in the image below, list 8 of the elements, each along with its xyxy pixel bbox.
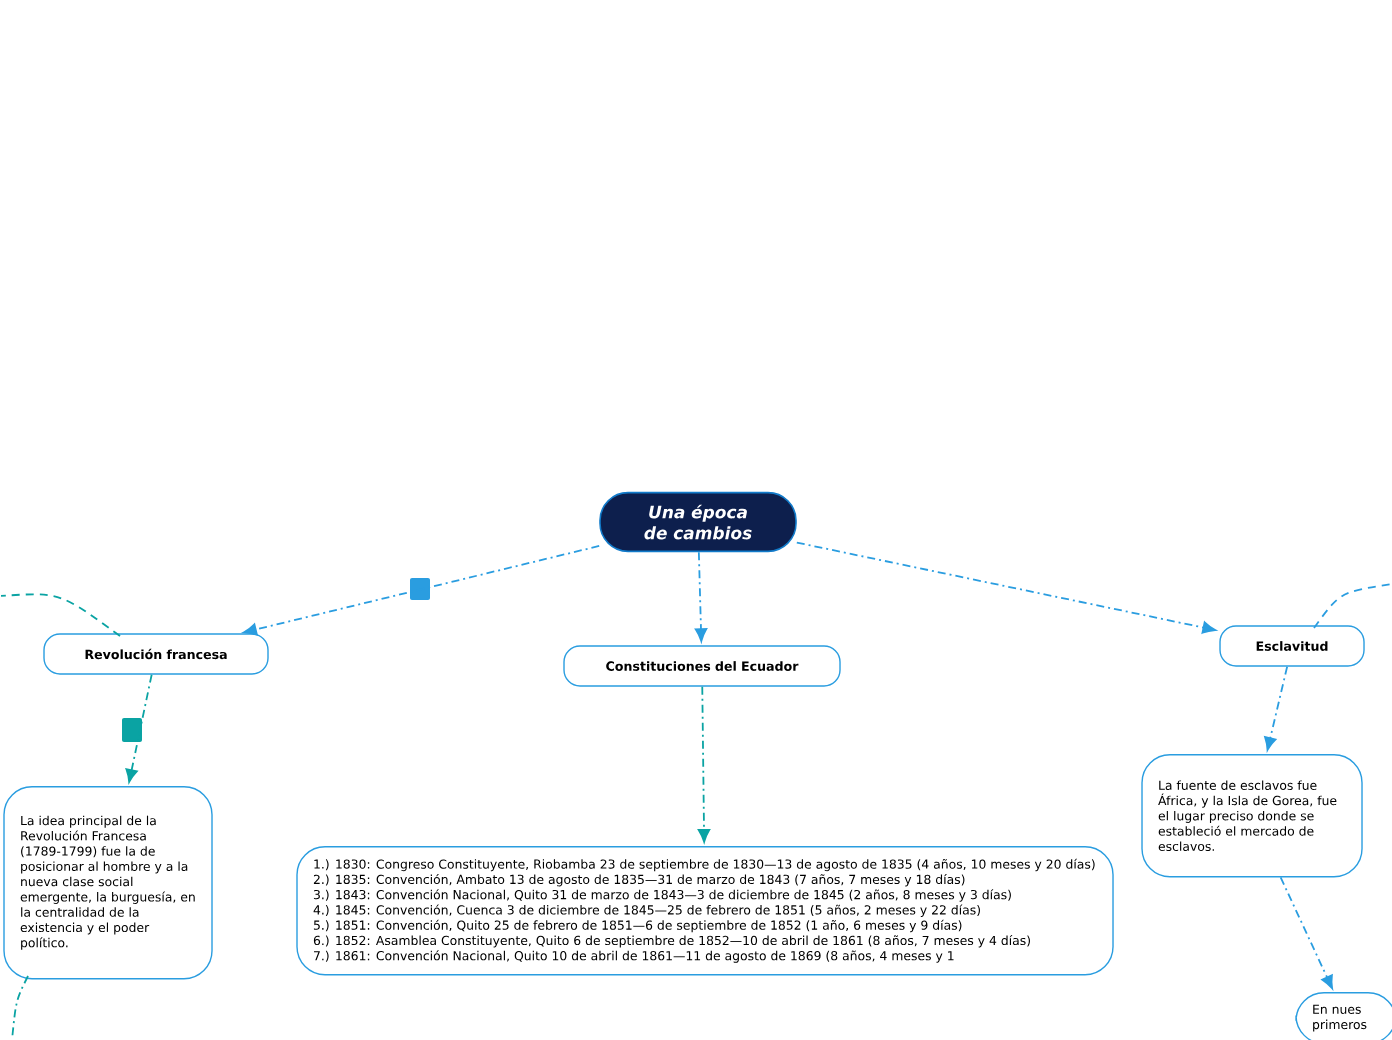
central-topic-box: Una época de cambios: [599, 491, 797, 553]
arrow: [125, 673, 153, 783]
arrow: [1279, 876, 1333, 990]
arrow: [694, 551, 708, 642]
arrow: [697, 685, 711, 843]
arrow: [243, 545, 601, 636]
arrow: [1264, 665, 1289, 751]
arrow: [795, 541, 1217, 634]
